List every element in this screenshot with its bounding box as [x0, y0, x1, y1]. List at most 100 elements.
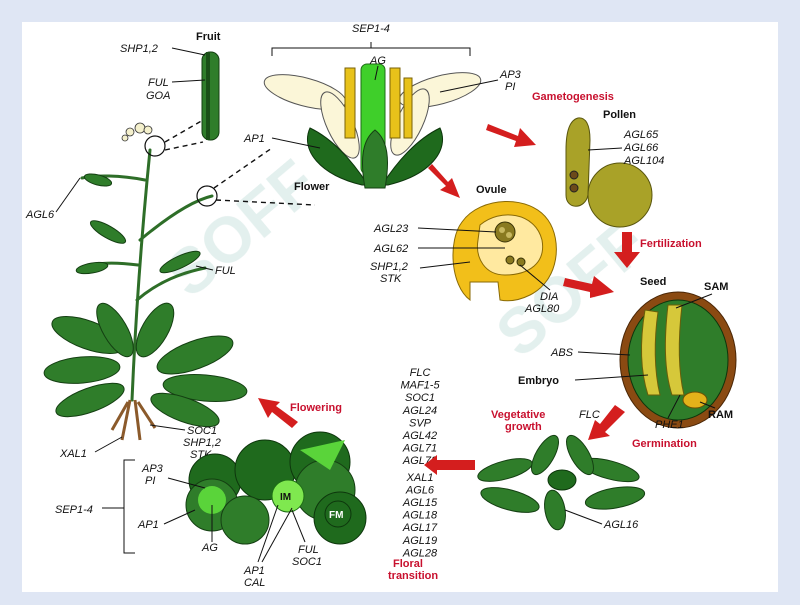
cotyledon: [664, 304, 685, 396]
abs-line: [577, 351, 631, 356]
root-line: [149, 424, 186, 431]
roots: [110, 399, 157, 441]
stamen: [344, 67, 356, 139]
flower-sep-label: SEP1-4: [352, 23, 390, 35]
plant-label-ful: FUL: [215, 265, 236, 277]
arrow-floral-transition: [424, 455, 475, 475]
gametogenesis-label: Gametogenesis: [532, 91, 614, 103]
infl-line: [261, 507, 293, 563]
floral-transition-genes: FLCMAF1-5SOC1AGL24SVPAGL42AGL71AGL72XAL1…: [400, 367, 440, 559]
nucleus: [506, 232, 512, 238]
sperm-nucleus: [569, 170, 579, 180]
infl-label-ful: FUL: [298, 544, 319, 556]
nucleus: [499, 227, 505, 233]
bud-highlight: [198, 486, 226, 514]
sepal: [307, 127, 369, 186]
sam-line: [675, 293, 713, 309]
ovule-gene-agl23: AGL23: [373, 223, 409, 235]
infl-label-sep: SEP1-4: [55, 504, 93, 516]
agl16-line: [564, 509, 603, 525]
pollen-gene-agl65: AGL65: [623, 129, 659, 141]
floral-transition-gene: AGL15: [402, 497, 438, 509]
flower-zoom-circle: [196, 185, 218, 207]
im-label: IM: [280, 492, 291, 503]
floral-transition-gene: SOC1: [405, 392, 435, 404]
fruit-genes-ful: FUL: [148, 77, 169, 89]
flower-label-ag: AG: [369, 55, 386, 67]
infl-label-ap1: AP1: [137, 519, 159, 531]
pollen-title: Pollen: [603, 109, 636, 121]
fruit-title: Fruit: [196, 31, 221, 43]
floral-transition-gene: AGL17: [402, 522, 438, 534]
infl-label-ap3: AP3: [141, 463, 164, 475]
ful-line: [195, 265, 214, 271]
floral-transition-gene: XAL1: [406, 472, 434, 484]
rosette-seedling: [477, 434, 646, 531]
arrow-fertilization: [614, 232, 640, 268]
ovule-gene-agl62: AGL62: [373, 243, 408, 255]
plant-main-stem: [130, 148, 152, 402]
germination-flc: FLC: [579, 409, 600, 421]
flower-dash-1: [213, 147, 273, 189]
floral-transition-gene: FLC: [410, 367, 431, 379]
arrow-to-seed: [563, 276, 614, 298]
bud-highlight: [300, 440, 345, 470]
sep-bracket: [271, 42, 471, 56]
floral-transition-gene: AGL24: [402, 405, 437, 417]
cauline-leaf: [89, 220, 127, 244]
cotyledon: [641, 309, 661, 396]
fruit-line: [171, 79, 206, 83]
sepal: [381, 127, 443, 186]
flower-section: SEP1-4 AG AP3 PI AP1 Flower: [243, 23, 522, 193]
agl6-line: [55, 177, 81, 213]
fruit-genes-goa: GOA: [146, 90, 170, 102]
arrow-germination: [588, 405, 625, 440]
root-gene-soc1: SOC1: [187, 425, 217, 437]
seed-label-abs: ABS: [550, 347, 574, 359]
fruit-line: [171, 47, 206, 56]
vegetative-gene-agl16: AGL16: [603, 519, 639, 531]
ovule-gene-agl80: AGL80: [524, 303, 560, 315]
seed-title: Seed: [640, 276, 666, 288]
ram-line: [699, 401, 716, 409]
infl-label-ag: AG: [201, 542, 218, 554]
ap1-line: [271, 137, 321, 149]
arrow-to-ovule: [428, 164, 460, 198]
pollen-gene-agl104: AGL104: [623, 155, 664, 167]
ovule-gene-shp: SHP1,2: [370, 261, 408, 273]
embryo-sac: [476, 214, 544, 276]
vegetative-label-1: Vegetative: [491, 409, 545, 421]
fruit-genes-shp: SHP1,2: [120, 43, 158, 55]
cauline-leaf: [159, 250, 201, 274]
plant-illustration: [43, 122, 248, 441]
root-gene-shp: SHP1,2: [183, 437, 221, 449]
ovule-line: [419, 261, 471, 269]
germination-label: Germination: [632, 438, 697, 450]
floral-transition-gene: MAF1-5: [400, 380, 440, 392]
ovule-line: [417, 227, 497, 233]
infl-label-soc1: SOC1: [292, 556, 322, 568]
infl-line: [257, 504, 279, 563]
plant-branch-lower: [135, 266, 207, 302]
infl-line: [291, 509, 306, 543]
floral-meristem: [324, 500, 352, 528]
vegetative-label-2: growth: [505, 421, 542, 433]
infl-label-ap1b: AP1: [243, 565, 265, 577]
antipodal: [516, 257, 526, 267]
ovule-gene-dia: DIA: [540, 291, 558, 303]
infl-line: [167, 477, 206, 489]
fruit-section: Fruit SHP1,2 FUL GOA: [120, 31, 221, 151]
seed-label-embryo: Embryo: [518, 375, 559, 387]
floral-transition-gene: AGL71: [402, 443, 437, 455]
pollen-gene-agl66: AGL66: [623, 142, 659, 154]
sperm-nucleus: [569, 183, 579, 193]
seed-label-sam: SAM: [704, 281, 728, 293]
infl-label-pi: PI: [145, 475, 155, 487]
inflorescence-section: IM FM SEP1-4 AP3 PI AP1 AG AP1 CAL FUL S…: [55, 431, 367, 589]
pollen-line: [587, 147, 623, 151]
plant-label-agl6: AGL6: [25, 209, 55, 221]
fruit-silique: [201, 51, 220, 141]
fruit-zoom-circle: [144, 135, 166, 157]
ag-line: [374, 65, 379, 81]
